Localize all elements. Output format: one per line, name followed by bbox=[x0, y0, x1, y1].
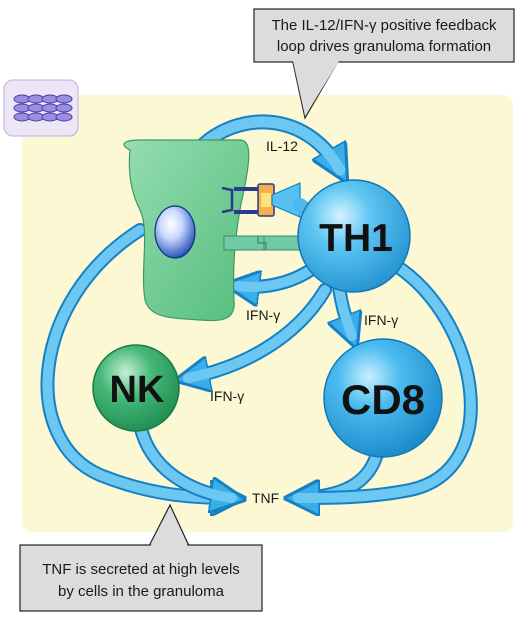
top-callout-line1: The IL-12/IFN-γ positive feedback bbox=[271, 17, 497, 34]
bottom-callout-line2: by cells in the granuloma bbox=[58, 583, 225, 600]
arrows bbox=[40, 114, 478, 498]
ifng-nk-label: IFN-γ bbox=[210, 388, 244, 404]
ifng-cd8-label: IFN-γ bbox=[364, 312, 398, 328]
macrophage bbox=[123, 139, 250, 322]
cd8-label: CD8 bbox=[341, 376, 425, 423]
nk-cell: NK bbox=[92, 344, 180, 432]
il12-label: IL-12 bbox=[266, 138, 298, 154]
tissue-icon bbox=[3, 79, 79, 137]
top-callout-line2: loop drives granuloma formation bbox=[277, 38, 491, 55]
cd8-cell: CD8 bbox=[323, 338, 443, 458]
th1-label: TH1 bbox=[319, 217, 393, 260]
ifng-macrophage-label: IFN-γ bbox=[246, 307, 280, 323]
bottom-callout-line1: TNF is secreted at high levels bbox=[42, 561, 240, 578]
th1-cell: TH1 bbox=[297, 179, 411, 293]
tnf-label: TNF bbox=[252, 490, 279, 506]
bottom-callout: TNF is secreted at high levels by cells … bbox=[19, 503, 263, 612]
macrophage-nucleus bbox=[154, 205, 196, 259]
nk-label: NK bbox=[110, 369, 165, 411]
top-callout: The IL-12/IFN-γ positive feedback loop d… bbox=[253, 8, 515, 120]
